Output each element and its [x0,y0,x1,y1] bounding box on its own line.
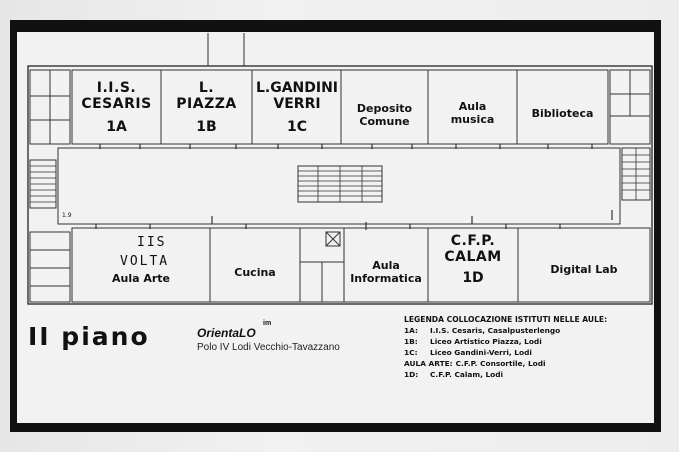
org-mark: im [263,320,272,327]
legend-key: AULA ARTE: [404,359,453,368]
room-cucina-name: Cucina [234,266,276,279]
room-1a-name: I.I.S. CESARIS [81,80,152,113]
room-informatica-name: Aula Informatica [350,259,422,285]
lift [325,231,341,247]
corridor [57,147,621,225]
legend-item: AULA ARTE: C.F.P. Consortile, Lodi [404,358,654,369]
room-1a-code: 1A [106,119,127,135]
room-deposito-name: Deposito Comune [356,102,413,128]
legend-key: 1B: [404,337,418,346]
legend-text: C.F.P. Calam, Lodi [430,370,504,379]
legend-item: 1B: Liceo Artistico Piazza, Lodi [404,336,654,347]
room-musica-name: Aula musica [450,100,495,126]
room-1c-code: 1C [286,119,307,135]
legend-title: LEGENDA COLLOCAZIONE ISTITUTI NELLE AULE… [404,315,608,324]
room-1b-name: L. PIAZZA [176,80,237,113]
room-1d-name: C.F.P. CALAM [444,233,502,266]
legend-key: 1D: [404,370,419,379]
org-subtitle: Polo IV Lodi Vecchio-Tavazzano [197,342,340,353]
org-name: OrientaLO [197,326,256,340]
legend-text: Liceo Gandini-Verri, Lodi [430,348,532,357]
legend-text: I.I.S. Cesaris, Casalpusterlengo [430,326,561,335]
room-digital [517,227,651,303]
room-1d-code: 1D [462,270,484,286]
legend: LEGENDA COLLOCAZIONE ISTITUTI NELLE AULE… [404,314,654,380]
legend-text: Liceo Artistico Piazza, Lodi [430,337,542,346]
room-biblioteca [516,69,609,145]
legend-key: 1A: [404,326,418,335]
legend-key: 1C: [404,348,418,357]
legend-item: 1A: I.I.S. Cesaris, Casalpusterlengo [404,325,654,336]
room-cucina [209,227,301,303]
handwritten-volta: VOLTA [120,254,170,269]
legend-item: 1C: Liceo Gandini-Verri, Lodi [404,347,654,358]
building-outline [27,65,653,305]
service-bottom-left [29,231,71,303]
room-1b-code: 1B [196,119,217,135]
room-biblioteca-name: Biblioteca [531,107,594,120]
small-mark: 1.9 [62,212,72,219]
legend-text: C.F.P. Consortile, Lodi [455,359,546,368]
room-arte-name: Aula Arte [111,272,171,285]
legend-item: 1D: C.F.P. Calam, Lodi [404,369,654,380]
room-digital-name: Digital Lab [550,263,618,276]
handwritten-iis: IIS [137,235,167,250]
room-1c-name: L.GANDINI VERRI [255,80,339,113]
floor-title: II piano [28,322,150,351]
